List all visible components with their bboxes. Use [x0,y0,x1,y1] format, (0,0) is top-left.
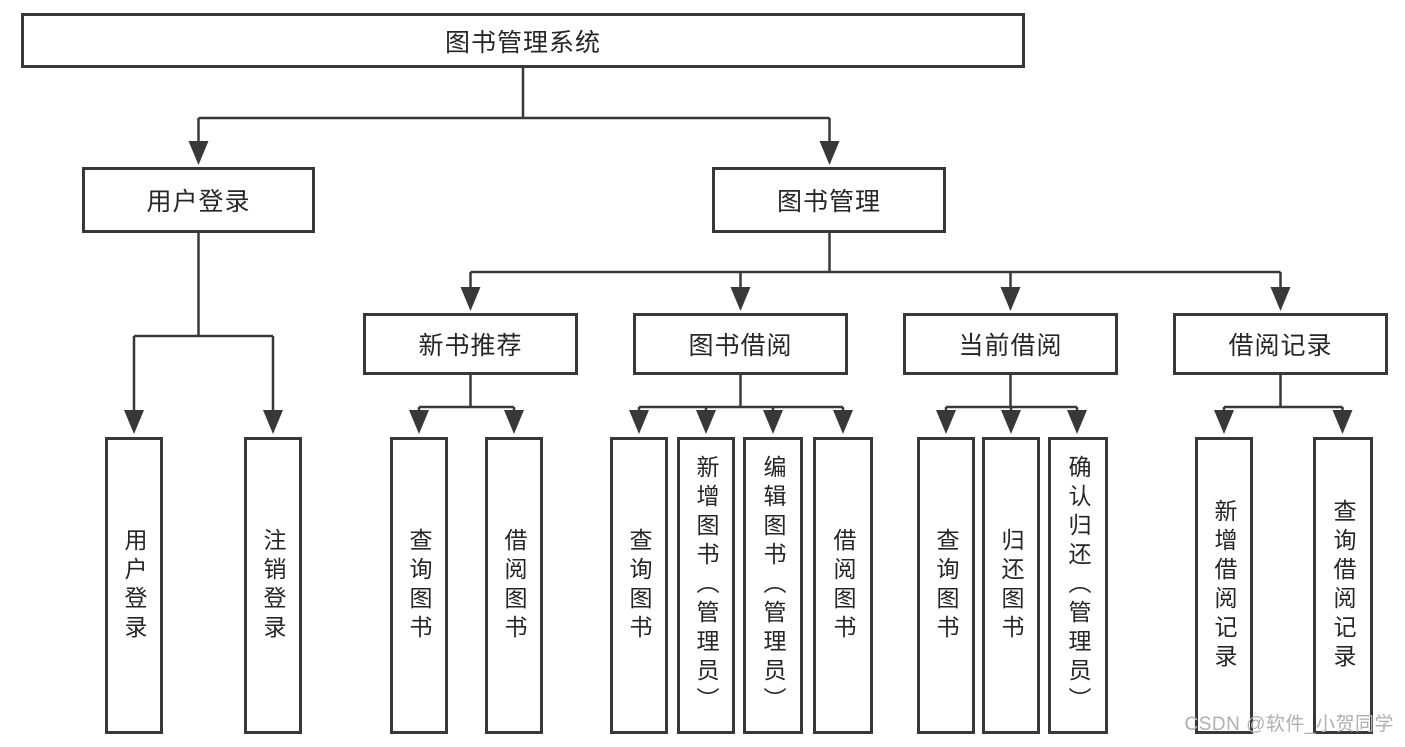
node-leaf-user-login: 用户登录 [105,437,163,734]
node-leaf-confirm-return-admin: 确认归还（管理员） [1048,437,1108,734]
node-leaf-add-books-admin: 新增图书（管理员） [677,437,735,734]
connector-book-management-to-level3 [469,233,1282,295]
node-library-management-system: 图书管理系统 [21,13,1025,68]
arrowhead [936,410,956,434]
node-new-book-recommendation: 新书推荐 [363,313,578,375]
node-leaf-edit-books-admin: 编辑图书（管理员） [743,437,803,734]
node-label: 用户登录 [146,188,251,216]
arrowhead [504,410,524,434]
node-label: 图书管理 [776,188,881,216]
arrowhead [833,410,853,434]
node-leaf-borrow-books: 借阅图书 [813,437,873,734]
node-current-borrowing: 当前借阅 [903,313,1118,375]
node-label: 确认归还（管理员） [1065,455,1091,716]
arrowhead [629,410,649,434]
arrowhead [124,410,144,434]
node-label: 借阅记录 [1228,332,1333,360]
arrowhead [1001,410,1021,434]
node-label: 新书推荐 [418,332,523,360]
arrowhead [1214,410,1234,434]
node-label: 新增图书（管理员） [693,455,719,716]
node-label: 新增借阅记录 [1211,498,1237,673]
arrowhead [409,410,429,434]
node-label: 编辑图书（管理员） [760,455,786,716]
watermark: CSDN @软件_小贺同学 [1184,714,1394,735]
arrowhead [696,410,716,434]
connector-root-to-level2 [197,68,831,148]
node-leaf-query-books-borrow: 查询图书 [610,437,668,734]
node-book-borrowing: 图书借阅 [633,313,848,375]
arrowheads [124,141,1353,434]
node-leaf-query-borrow-record: 查询借阅记录 [1313,437,1373,734]
node-label: 借阅图书 [830,527,856,644]
arrowhead [763,410,783,434]
node-leaf-return-books: 归还图书 [982,437,1040,734]
node-label: 查询图书 [626,527,652,644]
node-leaf-add-borrow-record: 新增借阅记录 [1195,437,1253,734]
arrowhead [1067,410,1087,434]
arrowhead [188,141,209,165]
node-label: 查询图书 [406,527,432,644]
node-leaf-borrow-books-recommend: 借阅图书 [485,437,543,734]
connector-book-borrow-to-children [637,375,845,418]
node-user-login: 用户登录 [82,167,315,233]
node-label: 图书管理系统 [444,28,601,57]
arrowhead [1332,410,1353,434]
node-label: 注销登录 [260,527,286,644]
connector-user-login-to-children [132,233,275,420]
arrowhead [460,287,481,311]
connector-borrow-records-to-children [1222,375,1344,418]
node-label: 归还图书 [998,527,1024,644]
node-leaf-query-books-recommend: 查询图书 [390,437,448,734]
node-borrowing-records: 借阅记录 [1173,313,1388,375]
node-label: 借阅图书 [501,527,527,644]
node-label: 当前借阅 [958,332,1063,360]
arrowhead [263,410,283,434]
node-leaf-query-books-current: 查询图书 [917,437,975,734]
node-leaf-logout: 注销登录 [244,437,302,734]
node-label: 图书借阅 [688,332,793,360]
node-label: 查询图书 [933,527,959,644]
arrowhead [1000,287,1021,311]
connector-new-book-to-children [417,375,516,418]
arrowhead [1270,287,1291,311]
node-label: 查询借阅记录 [1330,498,1356,673]
arrowhead [819,141,840,165]
node-book-management: 图书管理 [712,167,946,233]
node-label: 用户登录 [121,527,147,644]
arrowhead [730,287,751,311]
